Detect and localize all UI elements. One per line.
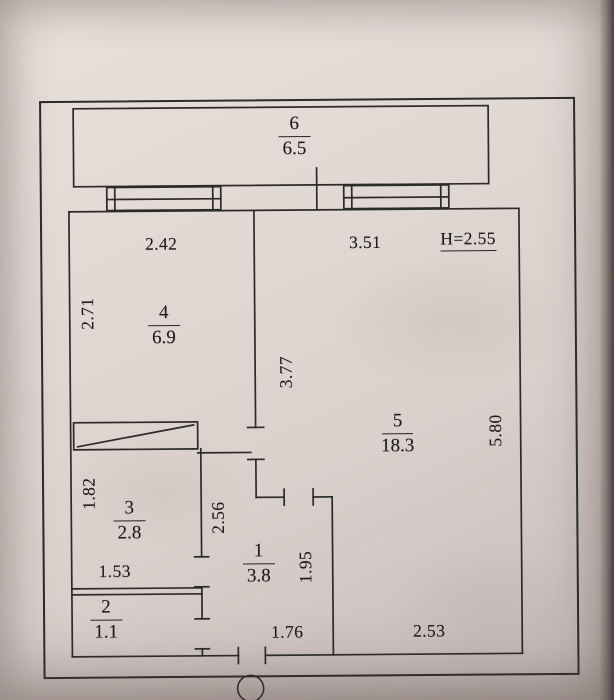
dimension-room3-width: 1.53 bbox=[98, 560, 131, 582]
dimension-hall-height: 2.56 bbox=[207, 501, 228, 534]
wardrobe-symbol bbox=[72, 421, 199, 451]
dimension-middle-wall-height: 3.77 bbox=[275, 355, 296, 389]
ceiling-height-note: H=2.55 bbox=[440, 228, 497, 252]
photo-edge-shadow bbox=[599, 0, 614, 700]
window-right bbox=[342, 184, 450, 210]
dimension-room5-height: 5.80 bbox=[485, 414, 506, 447]
room-area: 2.8 bbox=[117, 522, 142, 544]
room-number: 2 bbox=[90, 596, 122, 621]
dimension-room4-width: 2.42 bbox=[144, 233, 178, 254]
room-area: 6.5 bbox=[282, 137, 307, 160]
dimension-room5-width: 3.51 bbox=[348, 231, 382, 253]
room-label-2: 2 1.1 bbox=[90, 596, 122, 643]
room-label-6: 6 6.5 bbox=[278, 112, 311, 160]
entrance-door-opening bbox=[236, 646, 267, 700]
window-left bbox=[105, 185, 222, 212]
interior-wall-room1-top bbox=[255, 488, 335, 656]
outer-border bbox=[39, 96, 580, 680]
room-number: 1 bbox=[242, 540, 275, 565]
dimension-room1-height: 1.95 bbox=[295, 550, 316, 584]
room-number: 5 bbox=[381, 410, 414, 435]
room-area: 3.8 bbox=[246, 565, 271, 587]
apartment-outline bbox=[68, 207, 524, 658]
room-area: 18.3 bbox=[381, 435, 415, 457]
dimension-room4-height: 2.71 bbox=[77, 297, 98, 330]
room-area: 1.1 bbox=[94, 621, 119, 643]
room-label-3: 3 2.8 bbox=[113, 497, 146, 544]
wall-room2-room3 bbox=[71, 586, 203, 596]
interior-wall-middle bbox=[246, 209, 265, 499]
room-number: 4 bbox=[147, 302, 180, 327]
balcony-outline bbox=[72, 104, 490, 211]
room-label-1: 1 3.8 bbox=[242, 540, 275, 587]
dimension-room1-width: 1.76 bbox=[271, 621, 304, 642]
dimension-room3-height: 1.82 bbox=[78, 477, 99, 510]
interior-wall-left bbox=[193, 447, 211, 657]
dimension-room5-bottom-width: 2.53 bbox=[413, 620, 446, 641]
room-label-5: 5 18.3 bbox=[381, 410, 415, 457]
room-number: 6 bbox=[278, 112, 311, 138]
room-area: 6.9 bbox=[151, 326, 176, 349]
room-label-4: 4 6.9 bbox=[147, 302, 180, 349]
room-number: 3 bbox=[113, 497, 146, 522]
